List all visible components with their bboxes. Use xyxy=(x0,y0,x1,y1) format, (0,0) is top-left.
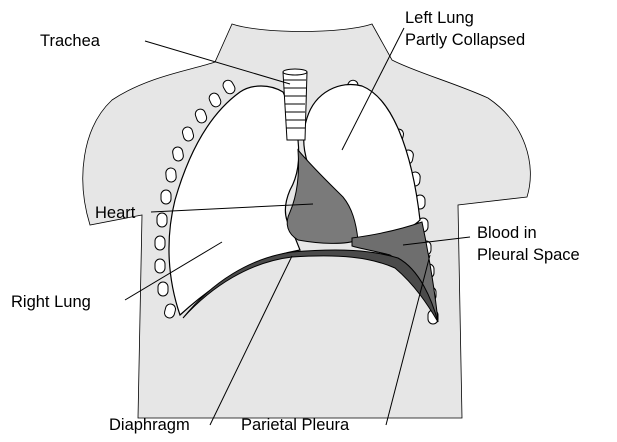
label-blood-line1: Blood in xyxy=(477,224,537,242)
trachea xyxy=(283,69,307,140)
label-parietal-pleura: Parietal Pleura xyxy=(241,416,350,434)
label-diaphragm: Diaphragm xyxy=(109,416,190,434)
label-left-lung-line2: Partly Collapsed xyxy=(405,31,525,49)
label-trachea: Trachea xyxy=(40,32,101,50)
label-right-lung: Right Lung xyxy=(11,293,91,311)
label-blood-line2: Pleural Space xyxy=(477,246,580,264)
label-left-lung-line1: Left Lung xyxy=(405,9,474,27)
label-heart: Heart xyxy=(95,204,136,222)
